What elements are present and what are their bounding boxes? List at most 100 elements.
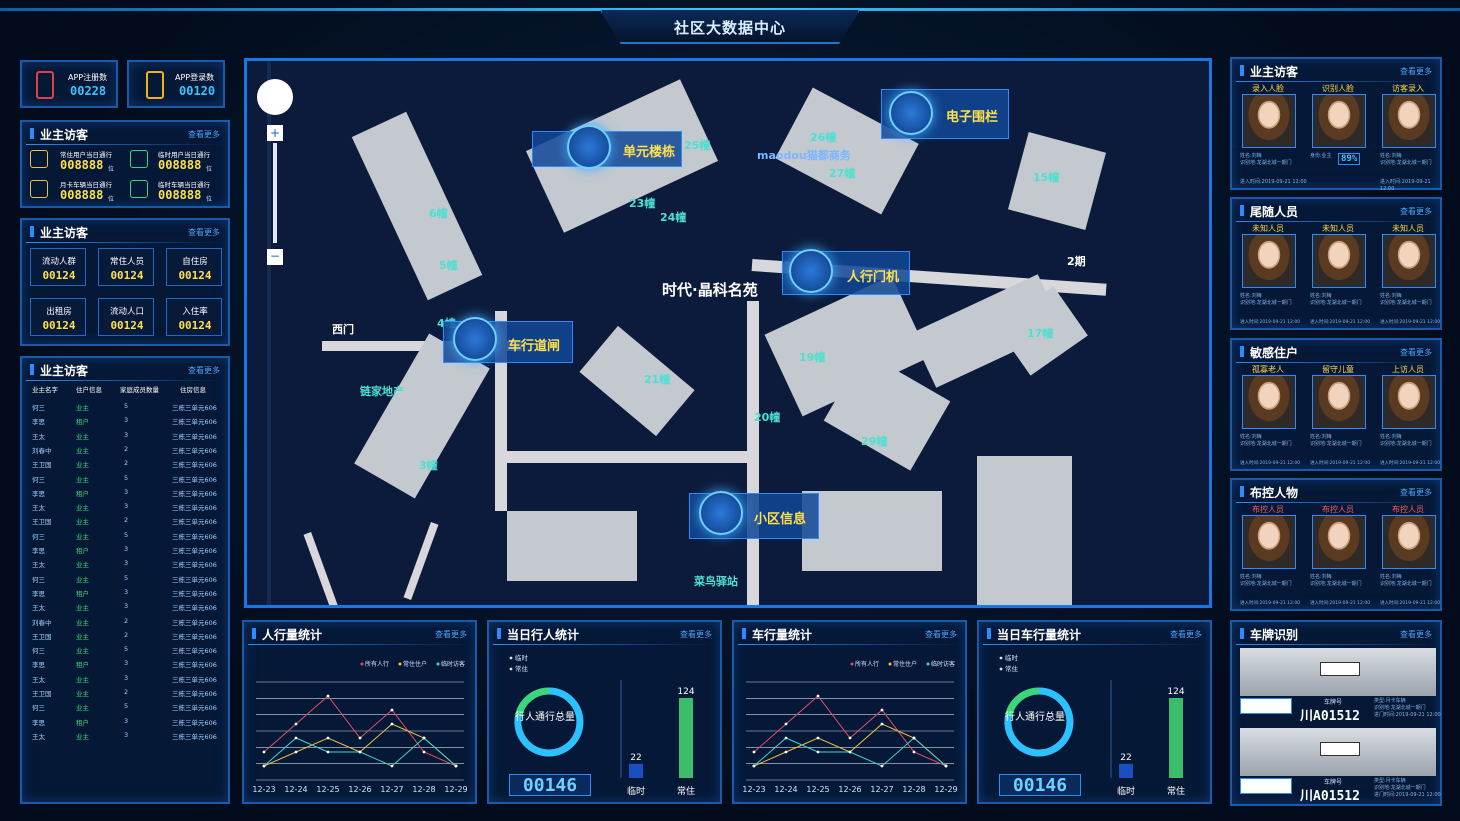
data-point [880, 764, 884, 768]
map-label: 23幢 [629, 197, 656, 210]
plate-meta: 类型:月卡车辆识别地:龙湖北城一期门进门时间:2019-09-21 12:00 [1374, 698, 1441, 718]
table-cell: 业主 [76, 518, 89, 527]
zoom-in-button[interactable]: + [267, 125, 283, 141]
legend-label: 常住 [515, 664, 529, 673]
plate-meta: 类型:月卡车辆识别地:龙湖北城一期门进门时间:2019-09-21 12:00 [1374, 778, 1441, 798]
more-link[interactable]: 查看更多 [188, 228, 220, 237]
legend-swatch [926, 662, 930, 666]
more-link[interactable]: 查看更多 [188, 366, 220, 375]
data-point [390, 764, 394, 768]
building [579, 325, 695, 437]
x-tick-label: 12-28 [902, 785, 925, 794]
more-link[interactable]: 查看更多 [1400, 207, 1432, 216]
more-link[interactable]: 查看更多 [1400, 67, 1432, 76]
car-photo [1240, 728, 1436, 776]
table-cell: 三栋三单元606 [172, 618, 217, 627]
data-point [784, 736, 788, 740]
bar-category-label: 临时 [627, 785, 645, 797]
data-point [752, 750, 756, 754]
more-link[interactable]: 查看更多 [1400, 630, 1432, 639]
pan-control[interactable] [257, 79, 293, 115]
more-link[interactable]: 查看更多 [1400, 348, 1432, 357]
face-meta: 姓名:刘梅识别地:龙湖北城一期门 [1310, 293, 1362, 306]
tag-label: 电子围栏 [946, 110, 999, 125]
tag-label: 车行道闸 [508, 339, 561, 354]
table-cell: 5 [124, 573, 129, 582]
zoom-slider[interactable] [273, 143, 277, 243]
data-point [326, 750, 330, 754]
face-photo [1242, 375, 1296, 429]
face-photo [1382, 234, 1436, 288]
table-cell: 3 [124, 673, 129, 682]
face-photo [1312, 515, 1366, 569]
more-link[interactable]: 查看更多 [435, 630, 467, 639]
table-cell: 2 [124, 630, 129, 639]
legend-swatch [850, 662, 854, 666]
map-label: 西门 [332, 323, 354, 336]
ring-label: 行人通行总量 [515, 712, 575, 723]
face-label: 访客录入 [1392, 84, 1424, 93]
plate-label: 车牌号 [1324, 699, 1343, 706]
data-point [390, 722, 394, 726]
table-cell: 3 [124, 659, 129, 668]
table-cell: 王太 [32, 732, 45, 741]
panel-title: 业主访客 [30, 362, 88, 379]
visitor-panel: 业主访客 查看更多 录入人脸 识别人脸 访客录入 姓名:刘梅识别地:龙湖北城一期… [1230, 57, 1442, 192]
more-link[interactable]: 查看更多 [680, 630, 712, 639]
fence-icon [889, 91, 933, 135]
table-cell: 王卫国 [32, 690, 52, 698]
table-cell: 5 [124, 402, 129, 410]
tag-label: 小区信息 [754, 512, 807, 527]
more-link[interactable]: 查看更多 [1400, 488, 1432, 497]
table-cell: 三栋三单元606 [172, 404, 217, 412]
ring-arc [514, 687, 584, 757]
more-link[interactable]: 查看更多 [1170, 630, 1202, 639]
table-cell: 租户 [76, 489, 89, 498]
table-cell: 三栋三单元606 [172, 604, 217, 613]
more-link[interactable]: 查看更多 [925, 630, 957, 639]
tag-building[interactable]: 单元楼栋 [532, 131, 682, 167]
community-map[interactable]: + − 时代·晶科名苑 25幢 maodou猫都商务 26幢 27幢 15幢 2… [244, 58, 1212, 608]
stat-unit: 位 [206, 166, 213, 173]
table-cell: 业主 [76, 732, 89, 741]
more-link[interactable]: 查看更多 [188, 130, 220, 139]
face-meta: 姓名:刘梅识别地:龙湖北城一期门 [1380, 293, 1432, 306]
zoom-out-button[interactable]: − [267, 249, 283, 265]
phone-icon [36, 71, 54, 99]
table-cell: 3 [124, 545, 129, 553]
face-meta: 姓名:刘梅识别地:龙湖北城一期门 [1310, 434, 1362, 447]
table-cell: 3 [124, 416, 129, 425]
x-tick-label: 12-29 [934, 785, 957, 794]
ring-arc [1004, 687, 1074, 757]
phone-icon [146, 71, 164, 99]
panel-title: 敏感住户 [1240, 344, 1298, 361]
data-point [358, 750, 362, 754]
map-label: 24幢 [660, 211, 687, 224]
